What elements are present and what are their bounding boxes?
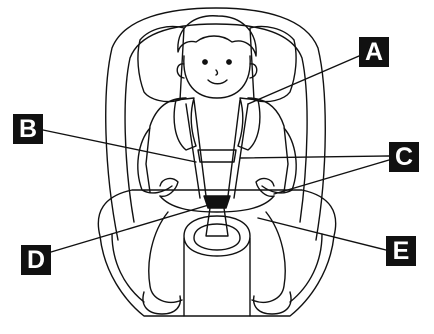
base-handle-inner [194, 224, 240, 250]
callout-e: E [386, 236, 416, 266]
headrest-wing-right [250, 27, 296, 102]
child-arm-left [138, 128, 172, 193]
harness-strap-right [228, 100, 240, 196]
child-shoulders [146, 98, 288, 192]
harness-strap-left [194, 100, 206, 196]
child-mouth [208, 80, 227, 84]
foot-left [143, 292, 180, 314]
seat-base [98, 190, 335, 316]
headrest-wing-left [138, 27, 184, 102]
child-eye-right [227, 60, 231, 64]
leg-left [149, 212, 182, 302]
callout-c: C [389, 142, 419, 172]
seat-base-ridge-right [290, 234, 322, 302]
shoulder-pad-left [174, 98, 196, 150]
child-arm-right [262, 128, 296, 193]
chest-clip [198, 150, 236, 162]
leader-d [51, 204, 212, 252]
foot-right [254, 292, 291, 314]
leader-c-upper [240, 156, 389, 158]
child-hair [178, 16, 256, 56]
child-ear-left [177, 64, 184, 78]
child-face [184, 56, 250, 98]
buckle [204, 196, 230, 208]
seat-base-ridge-left [112, 234, 144, 302]
leg-right [252, 212, 285, 302]
child-eye-left [203, 60, 207, 64]
callout-d: D [21, 245, 51, 275]
leader-c-lower [274, 160, 389, 194]
child-nose [216, 70, 218, 75]
child-ear-right [250, 64, 257, 78]
leader-b [43, 130, 196, 162]
callout-a: A [359, 37, 389, 67]
callout-b: B [13, 114, 43, 144]
shoulder-pad-right [238, 98, 260, 150]
